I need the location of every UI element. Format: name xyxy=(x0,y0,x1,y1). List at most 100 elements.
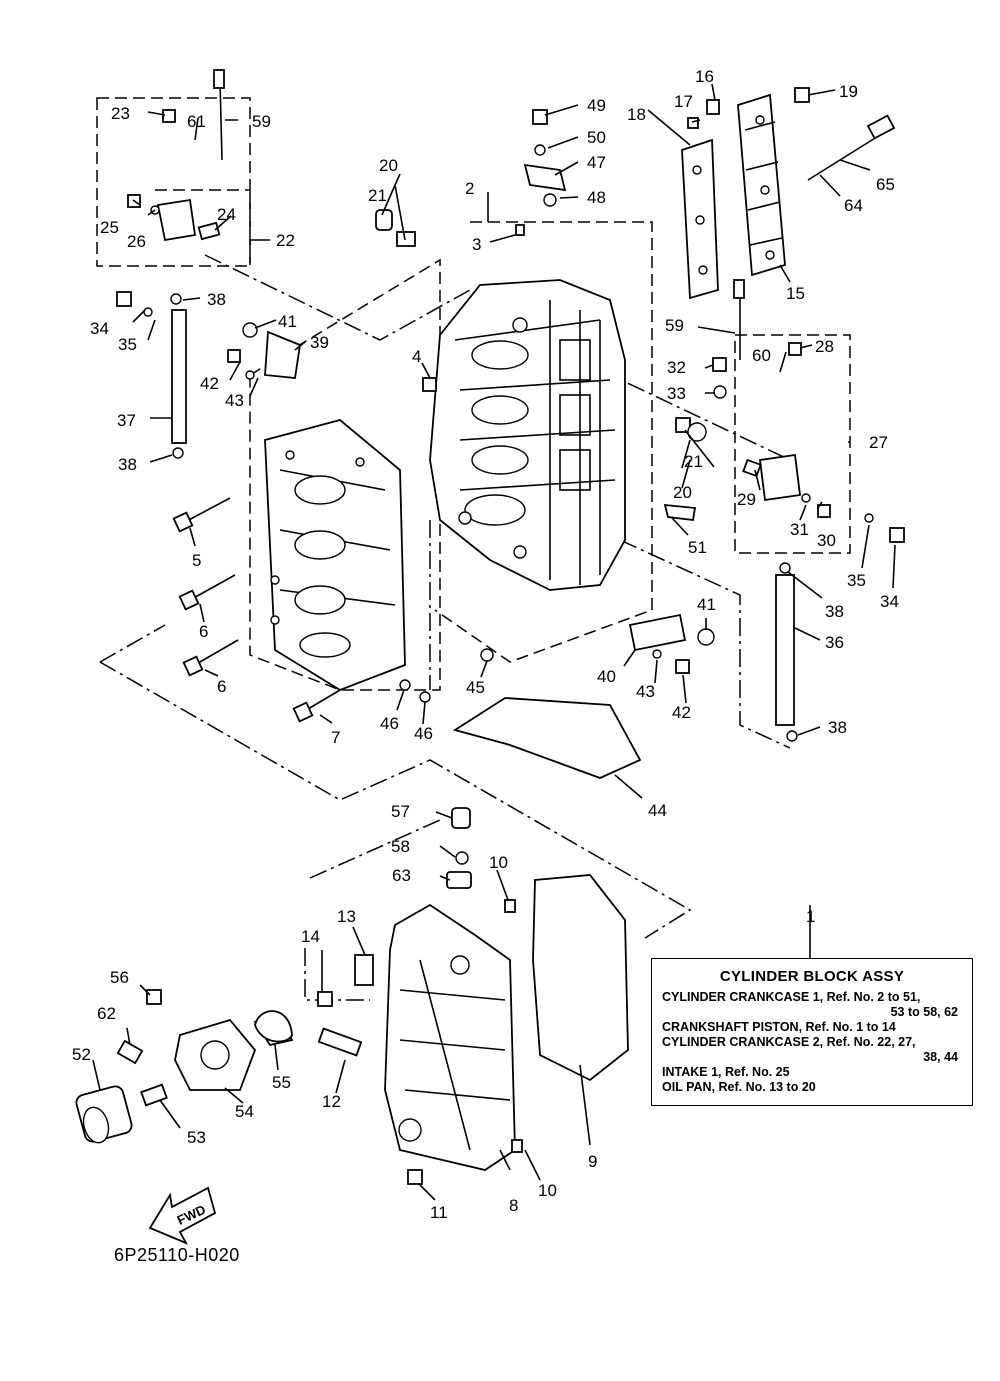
ref-number: 12 xyxy=(322,1092,341,1111)
ref-number: 20 xyxy=(379,156,398,175)
ref-number: 3 xyxy=(472,235,481,254)
ref-number: 7 xyxy=(331,728,340,747)
ref-number: 31 xyxy=(790,520,809,539)
fasteners xyxy=(116,87,905,1185)
ref-number: 63 xyxy=(392,866,411,885)
ref-number: 14 xyxy=(301,927,320,946)
ref-number: 53 xyxy=(187,1128,206,1147)
ref-number: 55 xyxy=(272,1073,291,1092)
ref-number: 42 xyxy=(200,374,219,393)
ref-number: 57 xyxy=(391,802,410,821)
legend-line: CYLINDER CRANKCASE 1, Ref. No. 2 to 51, xyxy=(662,990,921,1004)
ref-number: 28 xyxy=(815,337,834,356)
ref-number: 58 xyxy=(391,837,410,856)
ref-number: 40 xyxy=(597,667,616,686)
ref-number: 64 xyxy=(844,196,863,215)
ref-number: 5 xyxy=(192,551,201,570)
ref-number: 26 xyxy=(127,232,146,251)
ref-number: 46 xyxy=(414,724,433,743)
axis-right xyxy=(599,369,791,461)
ref-number: 60 xyxy=(752,346,771,365)
ref-number: 25 xyxy=(100,218,119,237)
ref-number: 15 xyxy=(786,284,805,303)
axis-right-low xyxy=(619,539,791,749)
assembly-boundaries xyxy=(96,97,851,1001)
ref-number: 56 xyxy=(110,968,129,987)
ref-number: 38 xyxy=(118,455,137,474)
ref-number: 61 xyxy=(187,112,206,131)
legend-line-continuation: 38, 44 xyxy=(923,1050,958,1064)
ref-number: 16 xyxy=(695,67,714,86)
ref-number: 49 xyxy=(587,96,606,115)
fwd-arrow: FWD xyxy=(148,1186,217,1245)
ref-number: 11 xyxy=(430,1203,448,1222)
legend-line: CRANKSHAFT PISTON, Ref. No. 1 to 14 xyxy=(662,1020,896,1034)
ref-number: 36 xyxy=(825,633,844,652)
legend-line: OIL PAN, Ref. No. 13 to 20 xyxy=(662,1080,816,1094)
legend-line: INTAKE 1, Ref. No. 25 xyxy=(662,1065,790,1079)
crankcase-bolts xyxy=(172,497,341,723)
lower-housing xyxy=(384,903,516,1171)
ref-number: 32 xyxy=(667,358,686,377)
boundary-lower-top xyxy=(309,819,441,879)
ref-number: 43 xyxy=(225,391,244,410)
ref-number: 35 xyxy=(847,571,866,590)
ref-number: 38 xyxy=(828,718,847,737)
ref-number: 38 xyxy=(825,602,844,621)
ref-number: 43 xyxy=(636,682,655,701)
ref-number: 41 xyxy=(697,595,716,614)
ref-number: 38 xyxy=(207,290,226,309)
crankcase xyxy=(264,419,406,691)
ref-number: 45 xyxy=(466,678,485,697)
ref-number: 19 xyxy=(839,82,858,101)
ref-number: 34 xyxy=(880,592,899,611)
ref-number: 62 xyxy=(97,1004,116,1023)
water-tubes xyxy=(171,309,795,726)
ref-number: 59 xyxy=(665,316,684,335)
ref-number: 54 xyxy=(235,1102,254,1121)
ref-number: 6 xyxy=(217,677,226,696)
legend-line-continuation: 53 to 58, 62 xyxy=(890,1005,958,1019)
ref-number: 1 xyxy=(806,907,815,926)
ref-number: 34 xyxy=(90,319,109,338)
ref-number: 33 xyxy=(667,384,686,403)
ref-number: 44 xyxy=(648,801,667,820)
ref-number: 27 xyxy=(869,433,888,452)
ref-number: 30 xyxy=(817,531,836,550)
ref-number: 47 xyxy=(587,153,606,172)
ref-number: 29 xyxy=(737,490,756,509)
callout-numbers: 1 2 3 4 5 6 6 7 8 9 10 10 11 12 13 14 15… xyxy=(72,67,899,1222)
boundary-crankcase xyxy=(249,258,441,691)
boundary-main-left xyxy=(99,624,166,663)
ref-number: 65 xyxy=(876,175,895,194)
axis-top-left xyxy=(204,254,471,341)
legend-line: CYLINDER CRANKCASE 2, Ref. No. 22, 27, xyxy=(662,1035,916,1049)
sensor-assemblies xyxy=(156,69,896,502)
ref-number: 4 xyxy=(412,347,421,366)
oil-filter-group xyxy=(75,1013,294,1144)
ref-number: 39 xyxy=(310,333,329,352)
ref-number: 10 xyxy=(489,853,508,872)
diagram-code: 6P25110-H020 xyxy=(114,1245,240,1265)
ref-number: 59 xyxy=(252,112,271,131)
ref-number: 6 xyxy=(199,622,208,641)
ref-number: 8 xyxy=(509,1196,518,1215)
ref-number: 13 xyxy=(337,907,356,926)
ref-number: 42 xyxy=(672,703,691,722)
legend-box: CYLINDER BLOCK ASSY CYLINDER CRANKCASE 1… xyxy=(651,958,973,1106)
ref-number: 24 xyxy=(217,205,236,224)
leader-lines xyxy=(92,83,896,1201)
ref-number: 35 xyxy=(118,335,137,354)
gaskets xyxy=(452,697,642,1082)
ref-number: 41 xyxy=(278,312,297,331)
ref-number: 2 xyxy=(465,179,474,198)
ref-number: 20 xyxy=(673,483,692,502)
ref-number: 9 xyxy=(588,1152,597,1171)
ref-number: 46 xyxy=(380,714,399,733)
boundary-main xyxy=(99,661,692,939)
boundary-block-2 xyxy=(434,221,653,663)
cylinder-block xyxy=(429,279,626,591)
ref-number: 52 xyxy=(72,1045,91,1064)
ref-number: 48 xyxy=(587,188,606,207)
